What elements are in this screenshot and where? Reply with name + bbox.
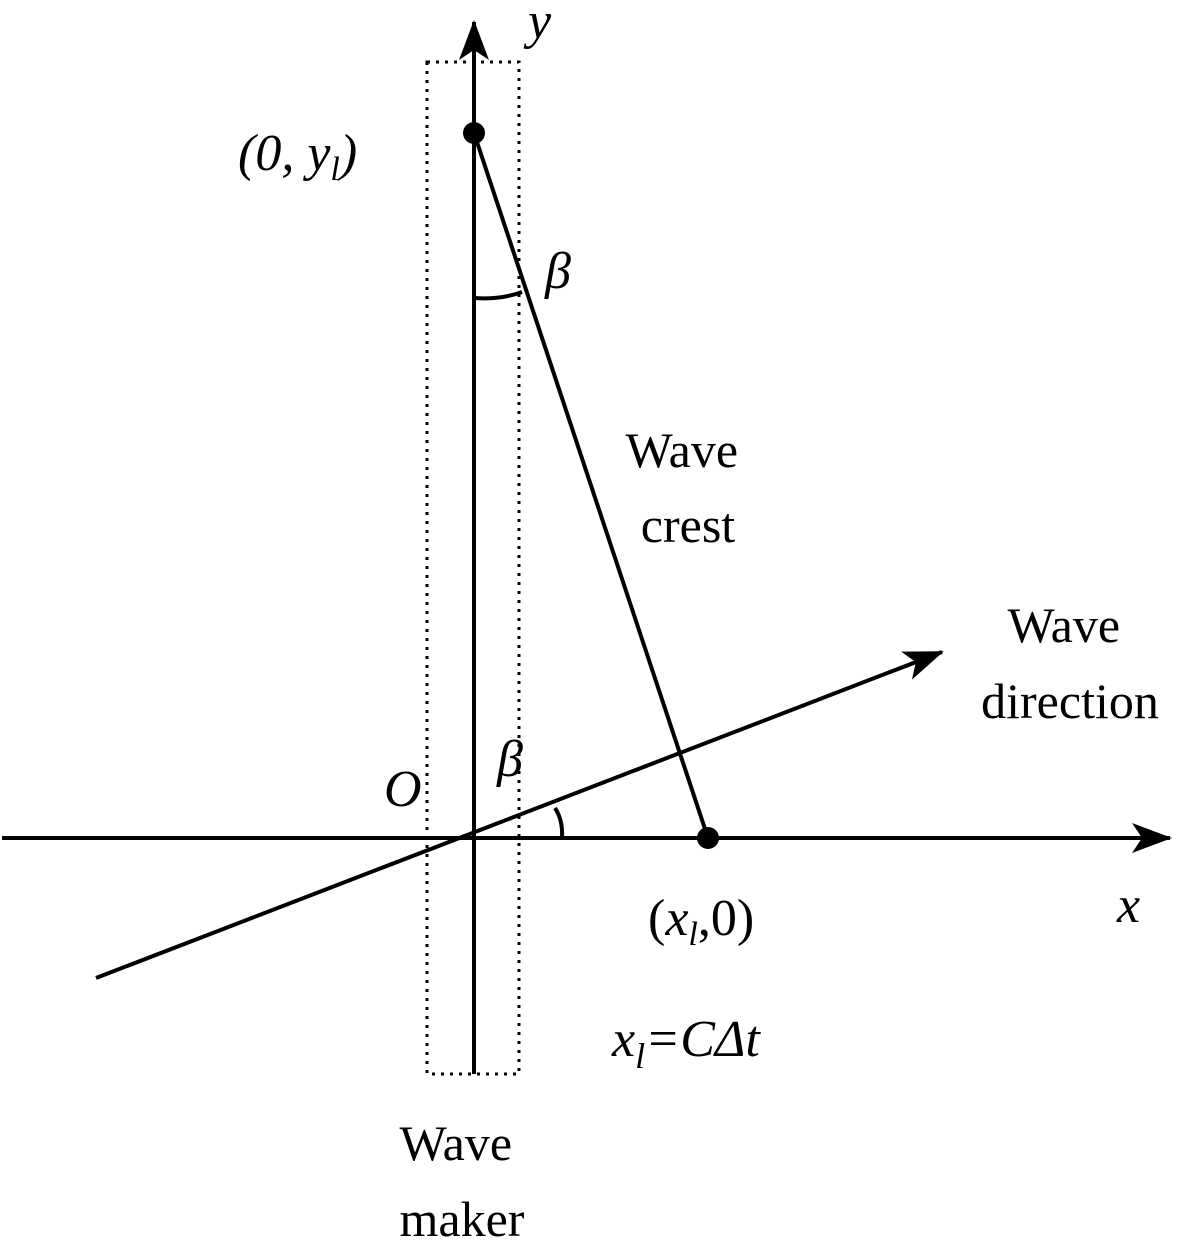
wave-direction-arrow	[95, 650, 944, 980]
point-right-label: (xl,0)	[648, 890, 754, 953]
angle-arc-bottom	[553, 806, 565, 839]
point-right-marker	[697, 827, 719, 849]
angle-arc-top	[473, 290, 523, 301]
wave-maker-label: Wave maker	[399, 1115, 524, 1243]
x-axis-label: x	[1116, 877, 1140, 934]
y-axis-label: y	[523, 0, 552, 50]
wave-crest-label: Wave crest	[625, 422, 750, 553]
equation-label: xl=CΔt	[611, 1011, 761, 1076]
origin-label: O	[384, 761, 422, 818]
point-top-marker	[463, 122, 485, 144]
wave-crest-line	[472, 132, 710, 839]
wave-direction-label: Wave direction	[981, 597, 1159, 729]
angle-label-top: β	[544, 243, 571, 300]
angle-label-bottom: β	[496, 731, 523, 788]
point-top-label: (0, yl)	[238, 125, 357, 188]
